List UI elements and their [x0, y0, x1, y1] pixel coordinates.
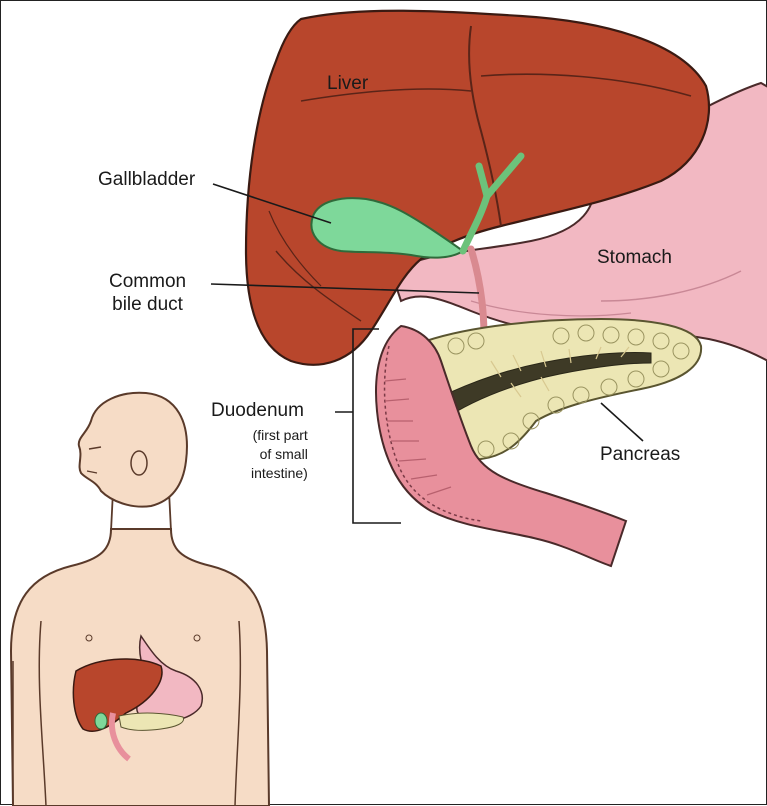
- label-common-bile-duct: Common bile duct: [109, 271, 186, 317]
- label-stomach: Stomach: [597, 247, 672, 270]
- label-duodenum-note: (first part of small intestine): [251, 426, 308, 483]
- label-pancreas: Pancreas: [600, 444, 680, 467]
- label-gallbladder: Gallbladder: [98, 169, 195, 192]
- pancreas-leader: [601, 403, 643, 441]
- label-duodenum: Duodenum: [211, 400, 304, 423]
- label-liver: Liver: [327, 73, 368, 96]
- inset-figure: [11, 393, 269, 806]
